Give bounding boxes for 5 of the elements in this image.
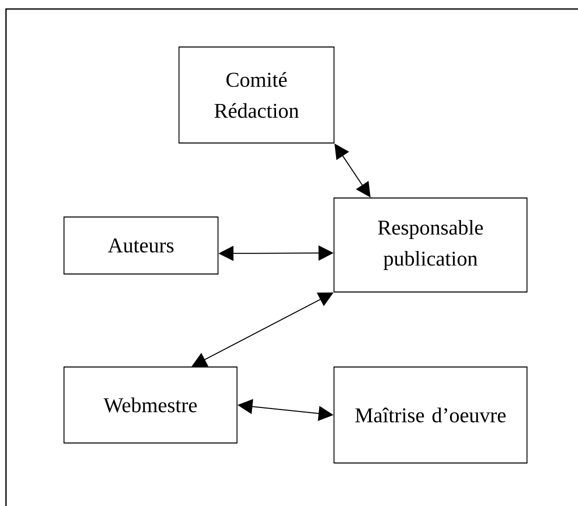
box: Webmestre [64,366,238,444]
box: Auteurs [64,216,218,274]
box: Maîtrise d’oeuvre [334,366,528,464]
box: Comité Rédaction [178,46,334,144]
box: Responsable publication [334,198,528,292]
